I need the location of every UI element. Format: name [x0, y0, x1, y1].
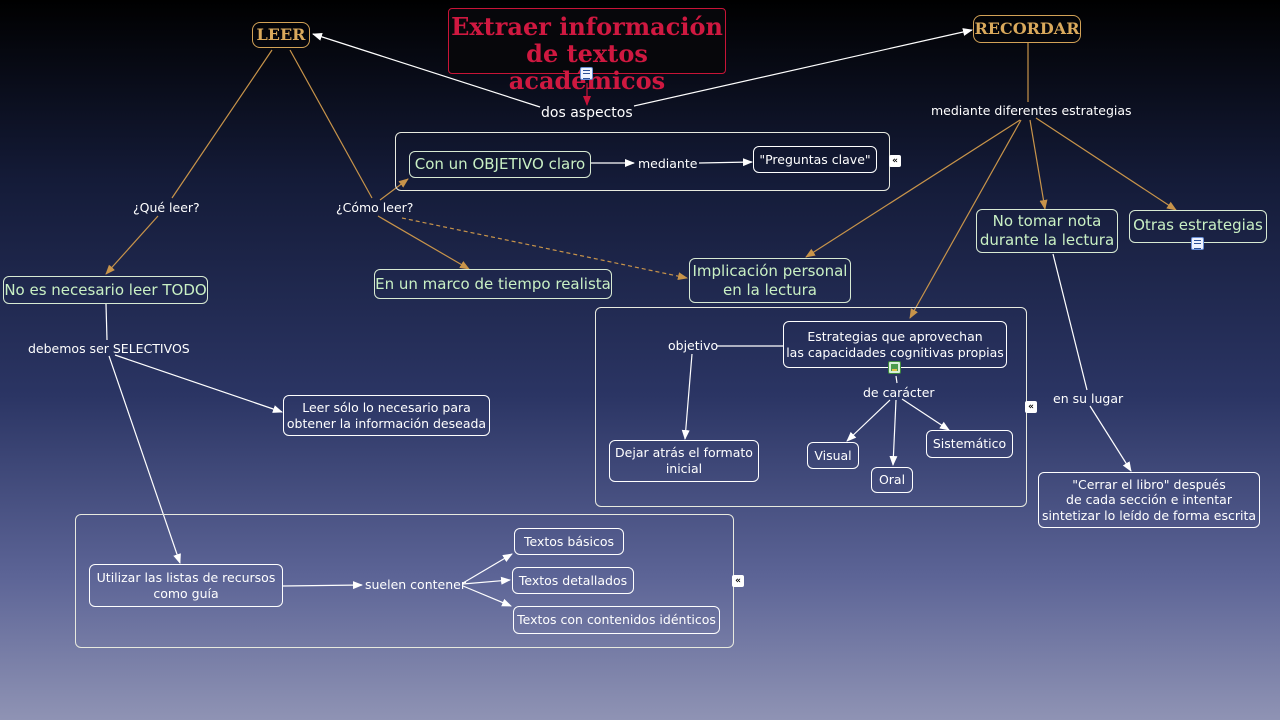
document-icon[interactable]: [580, 67, 593, 80]
collapse-icon[interactable]: «: [889, 155, 901, 167]
label-como-leer: ¿Cómo leer?: [336, 200, 414, 215]
node-leer-necesario[interactable]: Leer sólo lo necesario para obtener la i…: [283, 395, 490, 436]
node-no-tomar-nota[interactable]: No tomar nota durante la lectura: [976, 209, 1118, 253]
node-estrategias-cognitivas[interactable]: Estrategias que aprovechan las capacidad…: [783, 321, 1007, 368]
node-textos-identicos[interactable]: Textos con contenidos idénticos: [513, 606, 720, 634]
node-sistematico[interactable]: Sistemático: [926, 430, 1013, 458]
label-que-leer: ¿Qué leer?: [133, 200, 200, 215]
node-implicacion-personal[interactable]: Implicación personal en la lectura: [689, 258, 851, 303]
node-objetivo-claro[interactable]: Con un OBJETIVO claro: [409, 151, 591, 178]
node-cerrar-libro[interactable]: "Cerrar el libro" después de cada secció…: [1038, 472, 1260, 528]
node-utilizar-listas[interactable]: Utilizar las listas de recursos como guí…: [89, 564, 283, 607]
label-de-caracter: de carácter: [863, 385, 935, 400]
document-icon[interactable]: [1191, 237, 1204, 250]
label-suelen-contener: suelen contener: [365, 577, 466, 592]
node-textos-basicos[interactable]: Textos básicos: [514, 528, 624, 555]
node-textos-detallados[interactable]: Textos detallados: [512, 567, 634, 594]
label-dos-aspectos: dos aspectos: [541, 105, 633, 121]
node-recordar[interactable]: RECORDAR: [973, 15, 1081, 43]
node-oral[interactable]: Oral: [871, 467, 913, 493]
label-objetivo: objetivo: [668, 338, 719, 353]
node-dejar-atras[interactable]: Dejar atrás el formato inicial: [609, 440, 759, 482]
node-leer[interactable]: LEER: [252, 22, 310, 48]
node-preguntas-clave[interactable]: "Preguntas clave": [753, 146, 877, 173]
collapse-icon[interactable]: «: [1025, 401, 1037, 413]
label-mediante: mediante: [638, 156, 698, 171]
image-icon[interactable]: [888, 361, 901, 374]
main-title[interactable]: Extraer información de textos académicos: [448, 8, 726, 94]
label-debemos-selectivos: debemos ser SELECTIVOS: [28, 341, 190, 356]
node-visual[interactable]: Visual: [807, 442, 859, 469]
node-no-es-necesario[interactable]: No es necesario leer TODO: [3, 276, 208, 304]
label-mediante-diferentes: mediante diferentes estrategias: [931, 103, 1132, 118]
collapse-icon[interactable]: «: [732, 575, 744, 587]
node-marco-tiempo[interactable]: En un marco de tiempo realista: [374, 269, 612, 299]
label-en-su-lugar: en su lugar: [1053, 391, 1124, 406]
